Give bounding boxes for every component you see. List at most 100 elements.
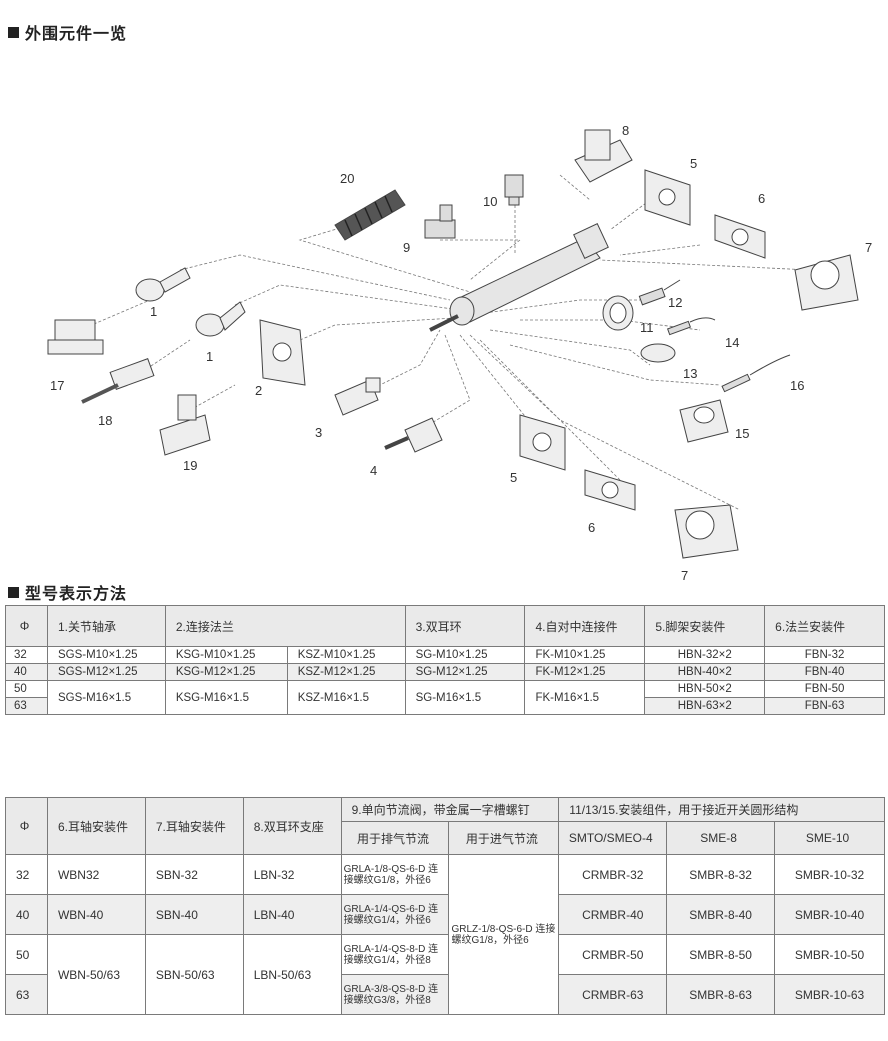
flange-upper-icon [714,214,766,259]
rod-clevis-18-icon [81,358,155,404]
part-label: 1 [150,304,157,319]
cell: KSZ-M12×1.25 [286,663,406,681]
cell: FK-M16×1.5 [524,680,646,715]
cell-phi: 63 [5,974,48,1015]
table-row: 40 WBN-40 SBN-40 LBN-40 GRLA-1/4-QS-6-D … [5,894,885,935]
cell: SMBR-10-63 [774,974,885,1015]
cell: FK-M12×1.25 [524,663,646,681]
cell: SMBR-10-40 [774,894,885,935]
cell: SMBR-10-50 [774,934,885,975]
foot-mount-upper-icon [644,169,691,226]
throttle-valve-icon [424,204,456,239]
foot-mount-lower-icon [519,414,566,471]
sensor-bracket-13-icon [640,343,676,363]
part-label: 6 [758,191,765,206]
cell: SGS-M16×1.5 [46,680,166,715]
section-title-model: 型号表示方法 [8,580,127,604]
part-label: 5 [510,470,517,485]
table-row: 32 WBN32 SBN-32 LBN-32 GRLA-1/8-QS-6-D 连… [5,854,885,1015]
cell: LBN-40 [242,894,342,935]
cell: GRLA-1/4-QS-8-D 连接螺纹G1/4，外径8 [340,934,450,975]
model-table-1: Φ 1.关节轴承 2.连接法兰 3.双耳环 4.自对中连接件 5.脚架安装件 6… [5,605,885,715]
header-joint-bearing: 1.关节轴承 [46,605,166,647]
part-label: 9 [403,240,410,255]
cylinder-body [429,223,609,332]
part-label: 19 [183,458,197,473]
cell: CRMBR-32 [558,854,668,895]
cell: SMBR-8-50 [666,934,776,975]
table-row: 63 HBN-63×2 FBN-63 [5,697,885,715]
cell-phi: 40 [5,663,48,681]
header-clevis-support: 8.双耳环支座 [242,797,342,855]
cell: FBN-63 [764,697,885,715]
part-label: 5 [690,156,697,171]
cell: GRLA-1/8-QS-6-D 连接螺纹G1/8，外径6 [340,854,450,895]
cell: SG-M16×1.5 [404,680,526,715]
part-label: 13 [683,366,697,381]
header-sme10: SME-10 [774,821,885,855]
pivot-bracket-19-icon [159,394,211,456]
cell: GRLA-3/8-QS-8-D 连接螺纹G3/8，外径8 [340,974,450,1015]
header-flange-mount: 6.法兰安装件 [764,605,885,647]
self-aligning-coupler-icon [384,417,443,453]
section-title-text: 型号表示方法 [25,584,128,603]
header-self-aligning: 4.自对中连接件 [524,605,646,647]
header-intake: 用于进气节流 [448,821,560,855]
sensor-14-icon [666,317,716,336]
part-label: 7 [681,568,688,580]
cell-phi: 50 [5,934,48,975]
cell: HBN-50×2 [644,680,766,698]
cell: WBN-40 [46,894,146,935]
fitting-10-icon [504,174,524,206]
cell: WBN-50/63 [46,934,146,1015]
part-label: 2 [255,383,262,398]
cell-intake-all: GRLZ-1/8-QS-6-D 连接螺纹G1/8，外径6 [448,854,560,1015]
table-row: 50 SGS-M16×1.5 KSG-M16×1.5 KSZ-M16×1.5 S… [5,680,885,715]
cell-phi: 32 [5,646,48,664]
cell: SGS-M10×1.25 [46,646,166,664]
rod-end-bearing-icon [135,267,246,337]
cell: SMBR-8-63 [666,974,776,1015]
square-bullet-icon [8,586,19,598]
clevis-foot-17-icon [47,319,104,355]
cell: KSZ-M16×1.5 [286,680,406,715]
table-row: 40 SGS-M12×1.25 KSG-M12×1.25 KSZ-M12×1.2… [5,663,885,681]
cell: HBN-63×2 [644,697,766,715]
cell-phi: 40 [5,894,48,935]
cell: SBN-40 [144,894,244,935]
section-title-components: 外围元件一览 [8,20,127,44]
cell: SMBR-8-32 [666,854,776,895]
header-mount-kit: 11/13/15.安装组件，用于接近开关圆形结构 [558,797,885,822]
cell-phi: 32 [5,854,48,895]
bellows-icon [334,189,406,241]
cell: SGS-M12×1.25 [46,663,166,681]
cell: KSG-M12×1.25 [164,663,288,681]
part-label: 10 [483,194,497,209]
part-label: 20 [340,171,354,186]
cell: WBN32 [46,854,146,895]
cell: SG-M10×1.25 [404,646,526,664]
flange-lower-icon [584,469,636,511]
header-double-clevis: 3.双耳环 [404,605,526,647]
header-phi: Φ [5,605,48,647]
part-label: 11 [640,320,654,335]
cell-phi: 63 [5,697,48,715]
part-label: 17 [50,378,64,393]
cell: LBN-32 [242,854,342,895]
sensor-bracket-11-icon [602,295,634,331]
cell: SMBR-8-40 [666,894,776,935]
trunnion-upper-icon [794,254,859,311]
part-label: 1 [206,349,213,364]
cell: KSG-M10×1.25 [164,646,288,664]
table-row: 32 SGS-M10×1.25 KSG-M10×1.25 KSZ-M10×1.2… [5,646,885,664]
header-throttle-valve: 9.单向节流阀，带金属一字槽螺钉 [340,797,560,822]
trunnion-lower-icon [674,504,739,559]
connection-flange-icon [259,319,306,386]
part-label: 16 [790,378,804,393]
header-trunnion-7: 7.耳轴安装件 [144,797,244,855]
header-phi: Φ [5,797,48,855]
cell: HBN-32×2 [644,646,766,664]
cell: KSZ-M10×1.25 [286,646,406,664]
cell: LBN-50/63 [242,934,342,1015]
cell-phi: 50 [5,680,48,698]
